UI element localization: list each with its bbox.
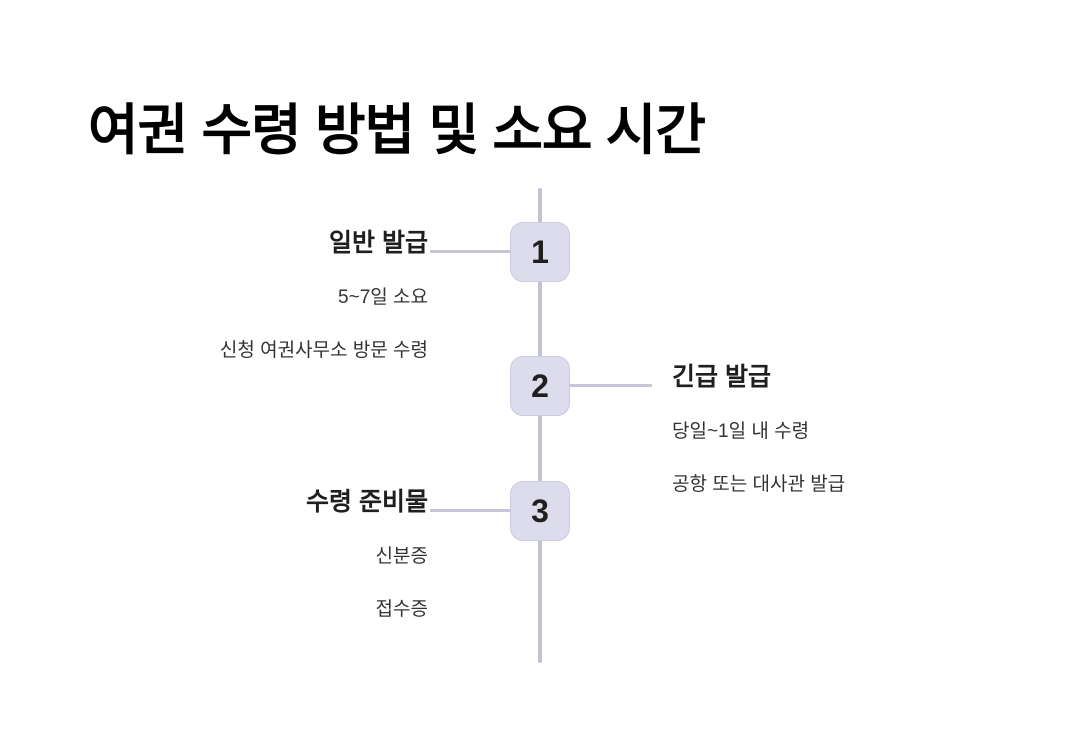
step-3-heading: 수령 준비물 — [306, 488, 428, 516]
timeline-step-3: 수령 준비물 신분증 접수증 — [98, 487, 428, 622]
step-1-detail-line: 5~7일 소요 — [338, 287, 428, 308]
timeline-spine — [538, 188, 542, 663]
timeline-badge-step-2: 2 — [510, 356, 570, 416]
connector-line-step-1 — [430, 250, 514, 253]
timeline-badge-step-1: 1 — [510, 222, 570, 282]
step-1-heading: 일반 발급 — [329, 229, 428, 257]
timeline-step-1: 일반 발급 5~7일 소요 신청 여권사무소 방문 수령 — [98, 228, 428, 363]
step-3-detail-line: 신분증 — [375, 546, 428, 567]
timeline-badge-step-3: 3 — [510, 481, 570, 541]
step-2-detail-list: 당일~1일 내 수령 공항 또는 대사관 발급 — [672, 420, 1002, 497]
page-title: 여권 수령 방법 및 소요 시간 — [88, 98, 706, 161]
step-2-detail-line: 공항 또는 대사관 발급 — [672, 473, 846, 495]
connector-line-step-2 — [570, 384, 652, 387]
timeline-step-2: 긴급 발급 당일~1일 내 수령 공항 또는 대사관 발급 — [672, 362, 1002, 497]
connector-line-step-3 — [430, 509, 514, 512]
step-1-detail-list: 5~7일 소요 신청 여권사무소 방문 수령 — [98, 286, 428, 363]
step-2-detail-line: 당일~1일 내 수령 — [672, 421, 810, 442]
step-3-detail-line: 접수증 — [375, 598, 428, 620]
step-2-heading: 긴급 발급 — [672, 363, 771, 391]
step-3-detail-list: 신분증 접수증 — [98, 545, 428, 622]
step-1-detail-line: 신청 여권사무소 방문 수령 — [219, 339, 428, 361]
